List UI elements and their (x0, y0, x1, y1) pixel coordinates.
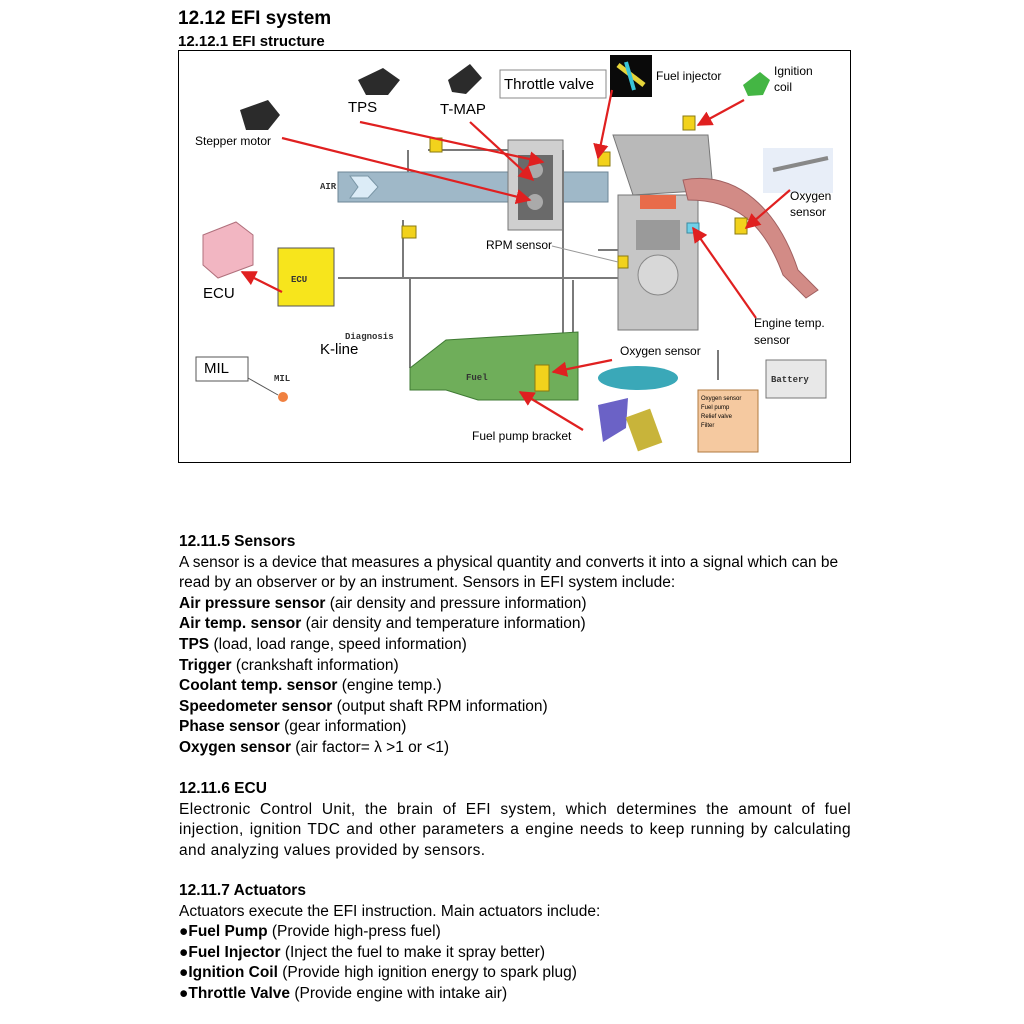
svg-text:Oxygen sensor: Oxygen sensor (701, 396, 741, 402)
ecu-label: ECU (203, 285, 235, 302)
list-item: Speedometer sensor (output shaft RPM inf… (179, 697, 548, 715)
mil-label: MIL (204, 360, 229, 377)
rpm-sensor-label: RPM sensor (486, 238, 552, 252)
list-item: Air temp. sensor (air density and temper… (179, 615, 586, 633)
list-item: ●Fuel Pump (Provide high-press fuel) (179, 923, 441, 941)
throttle-valve-callout (499, 69, 607, 99)
list-item: ●Ignition Coil (Provide high ignition en… (179, 964, 577, 982)
svg-text:Battery: Battery (771, 375, 809, 385)
battery: Battery (765, 359, 827, 399)
ecu-body: Electronic Control Unit, the brain of EF… (179, 800, 851, 859)
stepper-motor-label: Stepper motor (195, 134, 271, 148)
engine-temp-label-1: Engine temp. (754, 316, 825, 330)
list-item: Coolant temp. sensor (engine temp.) (179, 677, 442, 695)
section-title: 12.12 EFI system (178, 8, 332, 29)
actuators-section: 12.11.7 Actuators Actuators execute the … (179, 881, 851, 1005)
list-item: TPS (load, load range, speed information… (179, 635, 467, 653)
callout-arrows (240, 89, 791, 431)
fuel-injector-icon (610, 55, 652, 97)
actuators-intro: Actuators execute the EFI instruction. M… (179, 902, 601, 920)
list-item: ●Fuel Injector (Inject the fuel to make … (179, 943, 545, 961)
legend-box: Oxygen sensor Fuel pump Relief valve Fil… (697, 389, 759, 453)
subsection-title: 12.12.1 EFI structure (178, 33, 325, 50)
svg-text:Filter: Filter (701, 423, 714, 429)
list-item: Air pressure sensor (air density and pre… (179, 594, 587, 612)
oxygen-sensor-icon (763, 148, 833, 193)
tmap-label: T-MAP (440, 101, 486, 118)
tps-label: TPS (348, 99, 377, 116)
ignition-coil-icon (743, 72, 770, 96)
ecu-section: 12.11.6 ECU Electronic Control Unit, the… (179, 779, 851, 861)
mil-lamp: MIL (195, 356, 290, 402)
list-item: Phase sensor (gear information) (179, 718, 407, 736)
tmap-icon (448, 64, 482, 94)
list-item: Oxygen sensor (air factor= λ >1 or <1) (179, 738, 450, 756)
air-label: AIR (320, 182, 337, 192)
exhaust-pipe (682, 178, 819, 299)
list-item: ●Throttle Valve (Provide engine with int… (179, 984, 508, 1002)
svg-text:MIL: MIL (274, 374, 290, 384)
stepper-motor-icon (240, 100, 280, 130)
list-item: Trigger (crankshaft information) (179, 656, 399, 674)
svg-text:Fuel: Fuel (466, 373, 488, 383)
efi-structure-diagram: AIR (178, 50, 851, 463)
ecu-title: 12.11.6 ECU (179, 780, 267, 797)
svg-text:ECU: ECU (291, 275, 307, 285)
actuators-title: 12.11.7 Actuators (179, 882, 306, 899)
svg-text:Fuel pump: Fuel pump (701, 405, 730, 411)
sensors-intro: A sensor is a device that measures a phy… (179, 553, 839, 592)
fuel-pump-bracket-label: Fuel pump bracket (472, 429, 572, 443)
rpm-sensor-leader (551, 245, 619, 263)
ecu-module-icon (202, 221, 254, 279)
sensor-list: Air pressure sensor (air density and pre… (179, 594, 851, 759)
fuel-pump-assembly (598, 366, 678, 452)
k-line-label: K-line (320, 341, 358, 358)
wiring (338, 149, 719, 390)
engine-temp-label-2: sensor (754, 333, 790, 347)
oxygen-sensor-top-label-1: Oxygen (790, 189, 831, 203)
diagnosis-label: Diagnosis (345, 332, 394, 342)
oxygen-sensor-mid-label: Oxygen sensor (620, 344, 701, 358)
ignition-coil-label-1: Ignition (774, 64, 813, 78)
air-intake-pipe: AIR (320, 171, 609, 203)
ecu-box: ECU (277, 247, 335, 307)
ignition-coil-label-2: coil (774, 80, 792, 94)
fuel-tank: Fuel (409, 331, 579, 401)
sensors-section: 12.11.5 Sensors A sensor is a device tha… (179, 532, 851, 759)
sensors-title: 12.11.5 Sensors (179, 533, 296, 550)
svg-text:Relief valve: Relief valve (701, 414, 733, 420)
fuel-injector-label: Fuel injector (656, 69, 721, 83)
tps-icon (358, 68, 400, 95)
actuator-list: ●Fuel Pump (Provide high-press fuel) ●Fu… (179, 922, 851, 1004)
throttle-body (507, 139, 564, 231)
oxygen-sensor-top-label-2: sensor (790, 205, 826, 219)
throttle-valve-label: Throttle valve (504, 76, 594, 93)
